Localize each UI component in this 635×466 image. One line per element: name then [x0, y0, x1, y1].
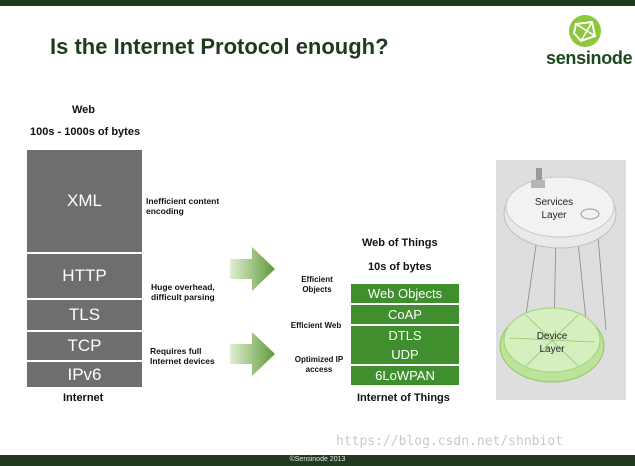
iot-footer: Internet of Things: [357, 392, 450, 404]
web-heading: Web: [72, 104, 96, 116]
footer-bar: ©Sensinode 2013: [0, 455, 635, 466]
iot-layer-coap: CoAP: [351, 305, 459, 324]
iot-heading: Web of Things: [362, 237, 438, 249]
web-note-encoding: Inefficient content encoding: [146, 196, 220, 216]
layers-illustration: [496, 160, 626, 400]
iot-note-objects: Efficient Objects: [301, 275, 333, 294]
sensinode-logo-icon: [569, 15, 601, 47]
arrow-right-icon: [230, 247, 275, 291]
arrow-right-icon: [230, 332, 275, 376]
iot-layer-dtls: DTLS: [351, 326, 459, 345]
iot-note-ip: Optimized IP access: [294, 355, 344, 374]
copyright-text: ©Sensinode 2013: [289, 456, 346, 463]
iot-subheading: 10s of bytes: [368, 261, 432, 273]
iot-note-web: Efficient Web: [290, 321, 342, 330]
web-layer-ipv6: IPv6: [27, 360, 142, 387]
web-layer-xml: XML: [27, 150, 142, 252]
web-footer: Internet: [63, 392, 104, 404]
slide-title: Is the Internet Protocol enough?: [50, 34, 389, 59]
top-bar: [0, 0, 635, 6]
web-note-devices: Requires full Internet devices: [150, 346, 215, 366]
iot-layer-web-objects: Web Objects: [351, 284, 459, 303]
logo-text: sensinode: [546, 48, 633, 68]
web-note-overhead: Huge overhead, difficult parsing: [151, 282, 215, 302]
web-subheading: 100s - 1000s of bytes: [30, 126, 141, 138]
watermark: https://blog.csdn.net/shnbiot: [336, 434, 563, 449]
iot-layer-udp: UDP: [351, 345, 459, 364]
web-layer-tcp: TCP: [27, 330, 142, 360]
iot-layer-6lowpan: 6LoWPAN: [351, 366, 459, 385]
web-layer-http: HTTP: [27, 252, 142, 298]
device-layer-label: Device Layer: [536, 331, 568, 355]
web-layer-tls: TLS: [27, 298, 142, 330]
services-layer-label: Services Layer: [534, 197, 574, 221]
